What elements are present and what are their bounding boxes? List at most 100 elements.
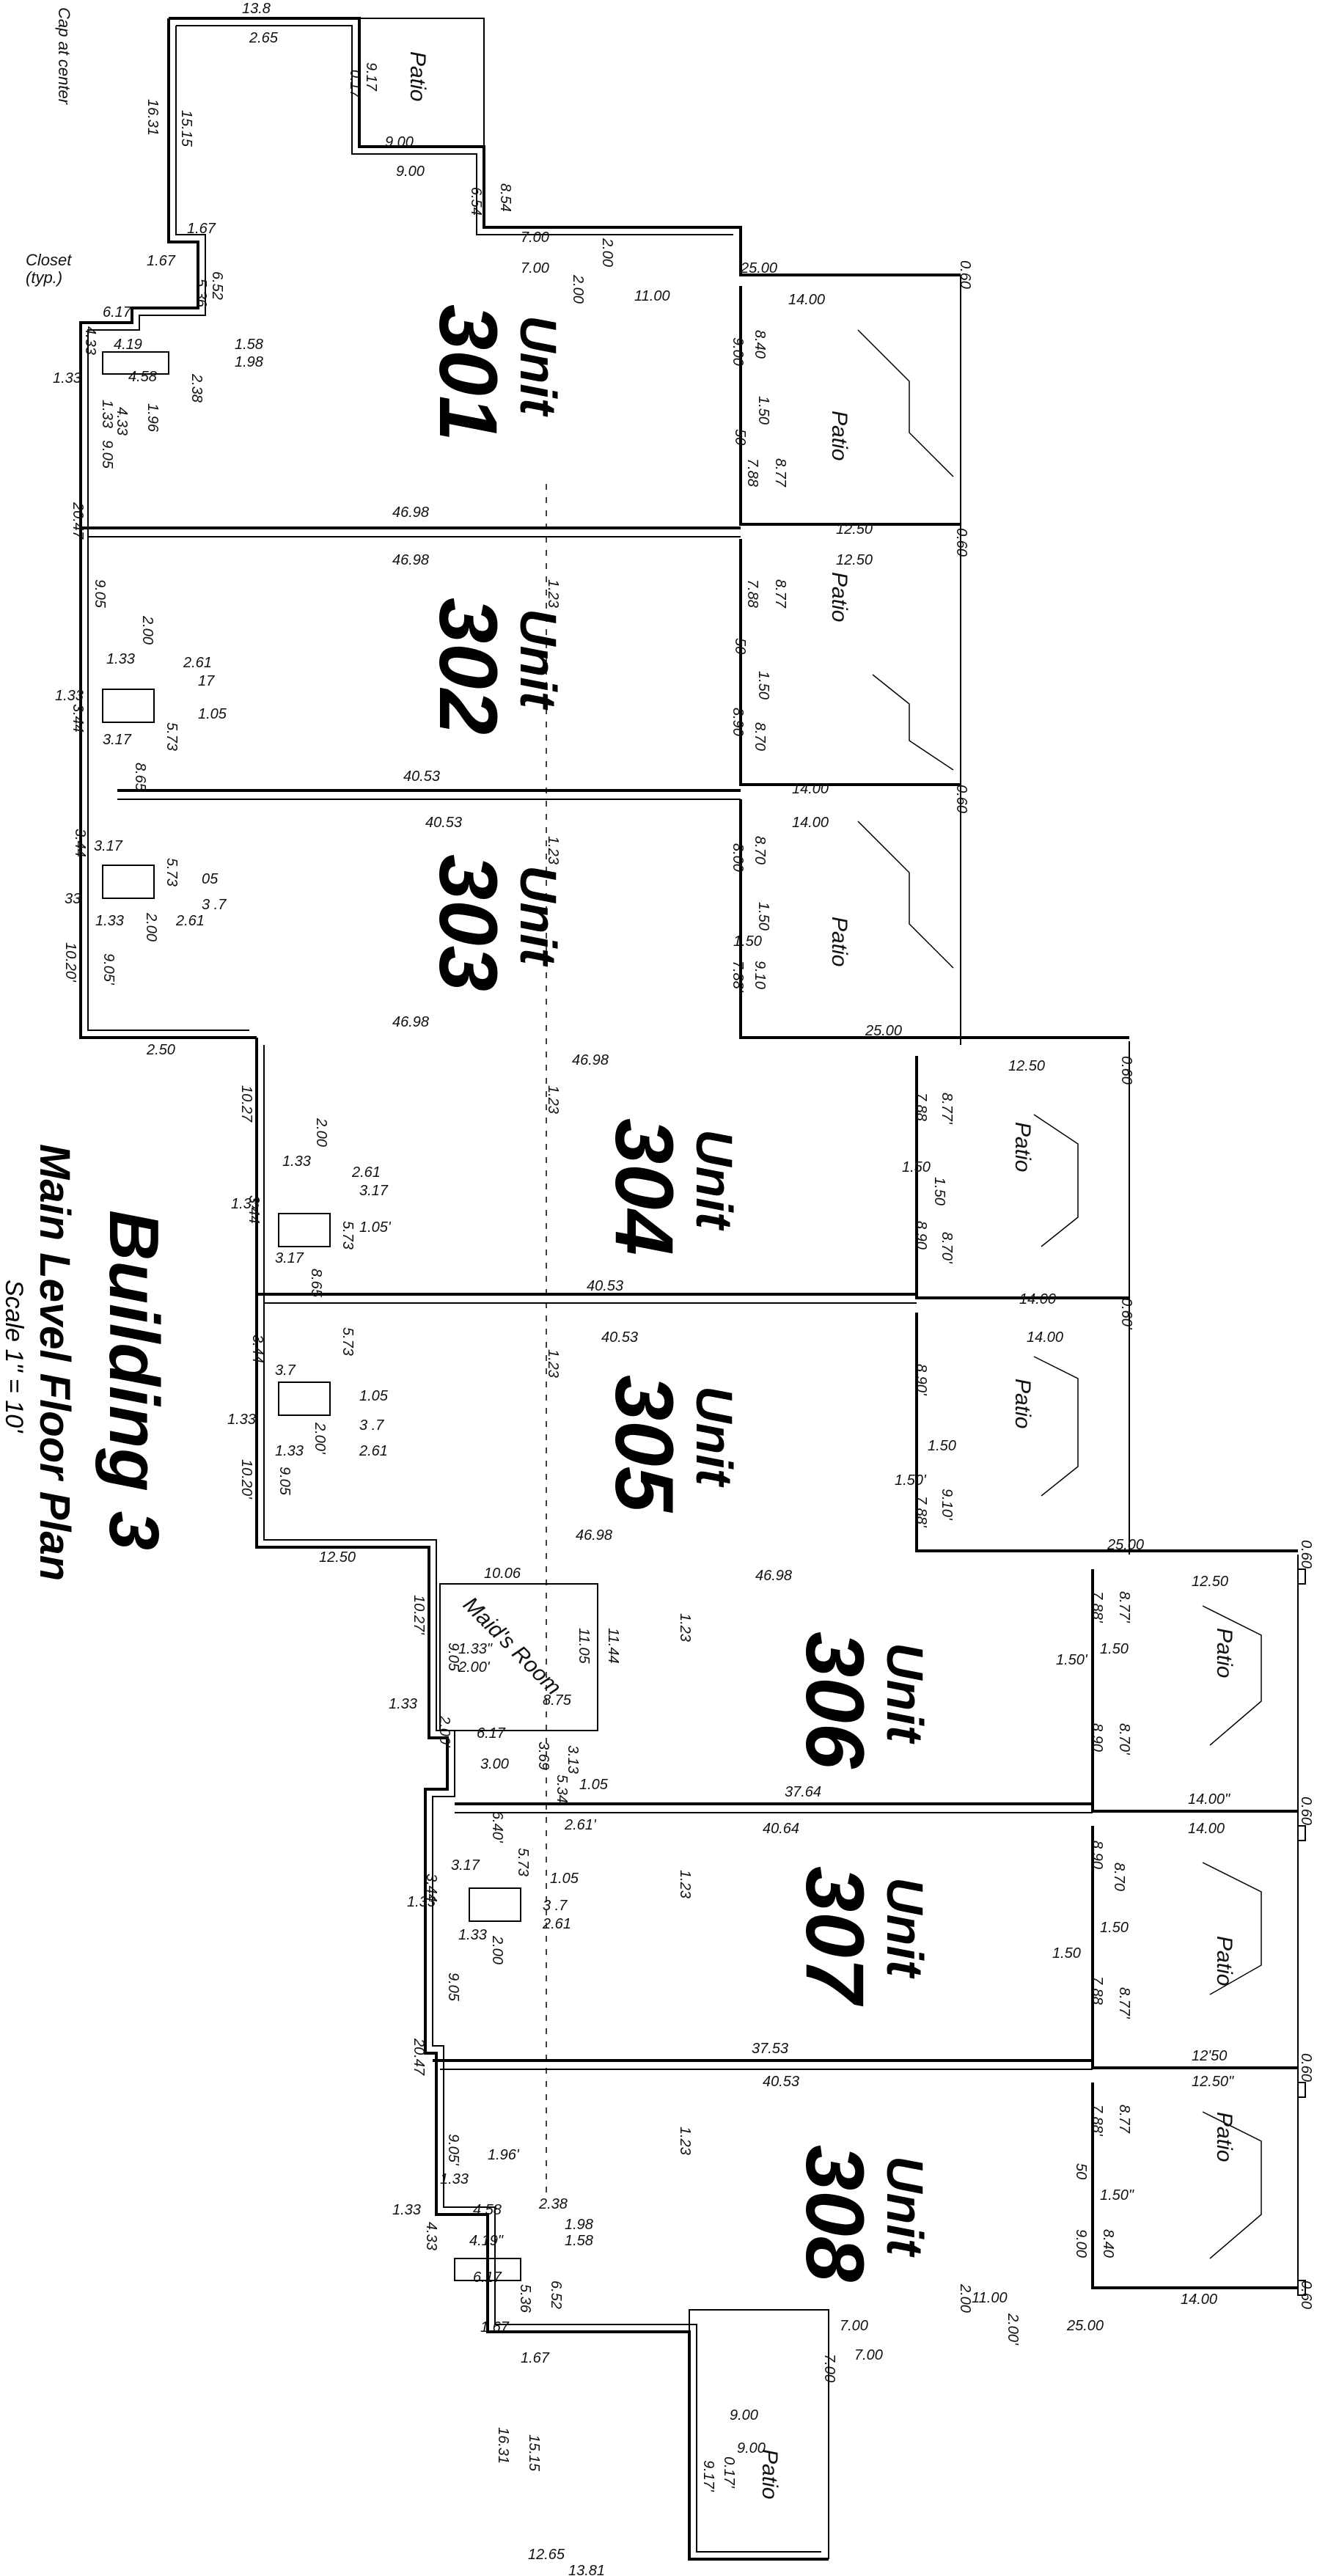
dim-label: 46.98 <box>392 552 429 568</box>
dim-label: 12.50 <box>836 521 873 537</box>
patio-label: Patio <box>827 917 851 966</box>
dim-label: 4.58 <box>473 2202 502 2218</box>
dim-label: 2.00' <box>436 1715 452 1748</box>
unit-labels: Unit 301 Unit 302 Unit 303 Unit 304 Unit… <box>422 304 933 2283</box>
dim-label: 20.47 <box>411 2038 427 2076</box>
dim-label: 1.33 <box>227 1412 256 1428</box>
dim-label: 50 <box>732 429 748 445</box>
dim-label: 8.70' <box>939 1232 955 1264</box>
dim-label: 9.00 <box>385 134 414 150</box>
dim-label: 40.53 <box>403 768 440 785</box>
dim-label: 7.00 <box>840 2318 868 2334</box>
unit-304-label: Unit 304 <box>598 1118 743 1255</box>
dim-label: 40.53 <box>601 1329 638 1346</box>
dim-label: 1.67 <box>187 221 216 237</box>
dim-label: 9.05 <box>99 440 115 469</box>
unit-302-number: 302 <box>422 598 514 735</box>
dim-label: 2.00 <box>599 238 615 267</box>
dim-label: 46.98 <box>392 1014 429 1030</box>
dim-label: 46.98 <box>392 504 429 521</box>
dim-label: 10.06 <box>484 1566 521 1582</box>
dim-label: 9.05' <box>445 2134 461 2166</box>
patio-label: Patio <box>1212 1936 1236 1986</box>
dim-label: 12.50 <box>1008 1058 1045 1074</box>
dim-label: 9.05 <box>445 1643 461 1672</box>
unit-306-label: Unit 306 <box>789 1632 933 1769</box>
unit-308-label: Unit 308 <box>789 2145 933 2283</box>
dim-label: 16.31 <box>144 99 161 136</box>
dim-label: 3 .7 <box>543 1898 568 1914</box>
dim-label: 8.77' <box>1116 1987 1132 2019</box>
dim-label: 5.34 <box>554 1775 570 1803</box>
dim-label: 15.15 <box>526 2434 542 2472</box>
dim-label: 8.40 <box>752 330 768 359</box>
dim-label: 25.00 <box>1107 1537 1144 1553</box>
dim-label: 1.67 <box>521 2350 550 2366</box>
dim-label: 3.44 <box>72 829 88 857</box>
dim-label: 4.19" <box>469 2233 504 2249</box>
dim-label: 7.88' <box>1089 2105 1105 2137</box>
dim-label: 8.70 <box>752 722 768 751</box>
dim-label: 14.00" <box>1188 1791 1230 1808</box>
dim-label: 2.00 <box>139 615 155 645</box>
dimension-labels: 13.8 2.65 9.00 9.00 7.00 7.00 25.00 11.0… <box>53 1 1314 2576</box>
dim-label: 1.23 <box>545 1349 561 1378</box>
dim-label: 8.65 <box>308 1269 324 1298</box>
dim-label: 2.61 <box>359 1443 388 1459</box>
exterior-walls <box>79 17 1306 2561</box>
scale-note: Scale 1" = 10' <box>0 1280 28 1434</box>
unit-304-word: Unit <box>686 1129 743 1231</box>
dim-label: 1.33 <box>99 400 115 428</box>
dim-label: 7.00 <box>821 2354 837 2382</box>
dim-label: 8.54 <box>497 183 513 212</box>
dim-label: 25.00 <box>1066 2318 1104 2334</box>
dim-label: 7.88 <box>1089 1976 1105 2005</box>
unit-306-number: 306 <box>789 1632 881 1769</box>
dim-label: 1.33 <box>55 688 84 704</box>
unit-306-word: Unit <box>876 1643 933 1744</box>
dim-label: 1.33 <box>275 1443 304 1459</box>
dim-label: 1.50 <box>755 671 771 700</box>
dim-label: 9.17' <box>700 2460 716 2492</box>
dim-label: 1.33 <box>231 1196 260 1212</box>
dim-label: 8.70 <box>752 836 768 865</box>
dim-label: 1.05 <box>550 1871 579 1887</box>
dim-label: 2.50 <box>146 1042 175 1058</box>
dim-label: 1.05 <box>198 706 227 722</box>
unit-307-word: Unit <box>876 1877 933 1979</box>
dim-label: 1.23 <box>677 2127 693 2155</box>
title-block: Building 3 Main Level Floor Plan Scale 1… <box>0 1144 173 1581</box>
dim-label: 7.88' <box>1089 1591 1105 1623</box>
dim-label: 33 <box>65 891 81 907</box>
dim-label: 25.00 <box>865 1023 902 1039</box>
dim-label: 1.50 <box>902 1159 931 1175</box>
dim-label: 5.73 <box>164 722 180 751</box>
dim-label: 9.10' <box>939 1489 955 1521</box>
dim-label: 37.53 <box>752 2041 788 2057</box>
patio-label: Patio <box>1010 1379 1035 1428</box>
dim-label: 1.58 <box>565 2233 593 2249</box>
dim-label: 8.65 <box>132 763 148 792</box>
dim-label: 2.00 <box>570 274 586 304</box>
patio-label: Patio <box>827 572 851 622</box>
dim-label: 40.53 <box>763 2074 799 2090</box>
dim-label: 2.61' <box>564 1817 597 1833</box>
dim-label: 1.58 <box>235 337 263 353</box>
dim-label: 1.98 <box>565 2217 593 2233</box>
dim-label: 2.38 <box>538 2196 568 2212</box>
dim-label: 1.05 <box>579 1777 609 1793</box>
dim-label: 14.00 <box>1188 1821 1225 1837</box>
dim-label: 0.60 <box>953 528 969 557</box>
dim-label: 1.50 <box>733 933 762 950</box>
dim-label: 3.7 <box>275 1362 296 1379</box>
dim-label: 1.33" <box>458 1641 493 1657</box>
dim-label: 0.60 <box>957 260 973 289</box>
dim-label: 14.00 <box>1181 2291 1217 2308</box>
dim-label: 1.50' <box>1056 1652 1088 1668</box>
dim-label: 1.50 <box>931 1177 947 1206</box>
dim-label: 4.58 <box>128 369 157 385</box>
dim-label: 1.33 <box>53 370 81 386</box>
dim-label: 46.98 <box>576 1527 612 1544</box>
dim-label: 3.44 <box>70 704 86 733</box>
dim-label: 3.44 <box>246 1195 262 1224</box>
